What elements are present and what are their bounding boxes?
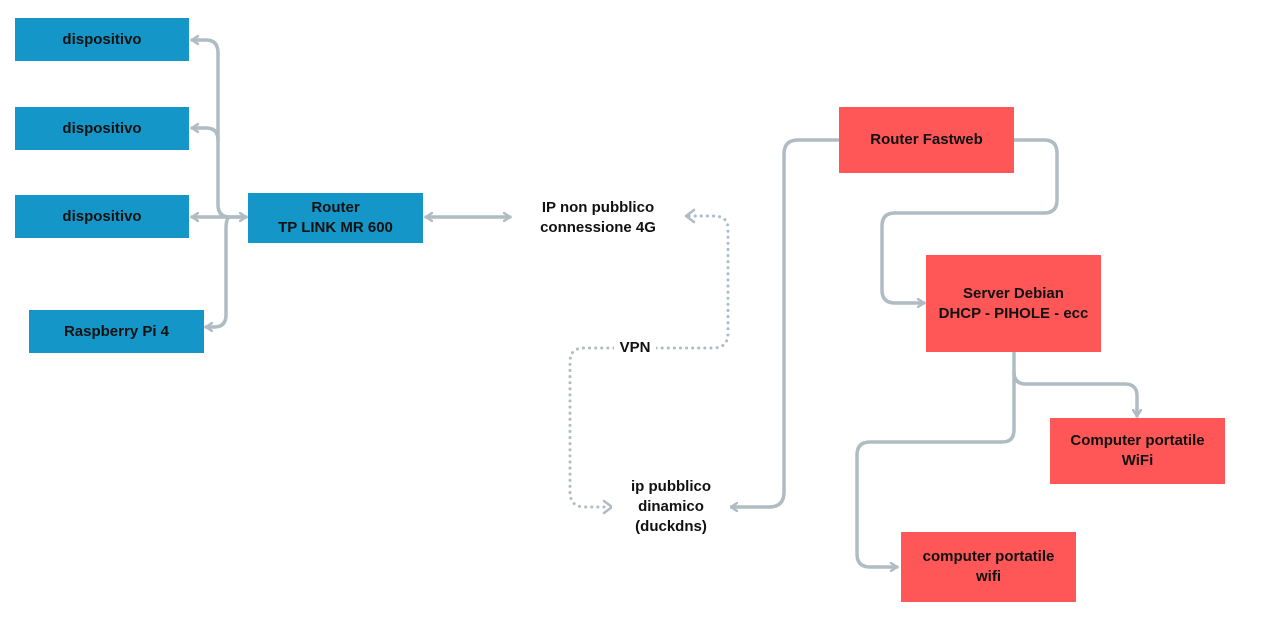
vpn-tunnel-upper bbox=[654, 214, 730, 350]
device-node-3: dispositivo bbox=[15, 195, 189, 238]
tp-link-router-line2: TP LINK MR 600 bbox=[278, 219, 393, 236]
laptop-wifi-lower-line1: computer portatile bbox=[922, 548, 1055, 565]
raspberry-pi-node: Raspberry Pi 4 bbox=[29, 310, 204, 353]
device-node-2: dispositivo bbox=[15, 107, 189, 150]
public-ip-line2: dinamico bbox=[638, 498, 704, 515]
laptop-wifi-upper-node: Computer portatile WiFi bbox=[1050, 418, 1225, 484]
public-ip-line3: (duckdns) bbox=[635, 518, 707, 535]
device-label: dispositivo bbox=[62, 30, 142, 48]
device-node-1: dispositivo bbox=[15, 18, 189, 61]
private-ip-line2: connessione 4G bbox=[540, 219, 656, 236]
debian-server-line2: DHCP - PIHOLE - ecc bbox=[938, 304, 1089, 322]
tp-link-router-node: Router TP LINK MR 600 bbox=[248, 193, 423, 243]
connector-fastweb-to-server bbox=[880, 138, 1059, 303]
public-ip-label: ip pubblico dinamico (duckdns) bbox=[612, 477, 730, 537]
connector-server-to-laptop-upper bbox=[1012, 350, 1137, 418]
tp-link-router-line1: Router bbox=[311, 199, 360, 216]
device-label: dispositivo bbox=[62, 207, 142, 225]
laptop-wifi-lower-node: computer portatile wifi bbox=[901, 532, 1076, 602]
fastweb-router-label: Router Fastweb bbox=[870, 131, 983, 148]
private-ip-line1: IP non pubblico bbox=[541, 199, 655, 216]
connector-server-to-laptop-lower bbox=[855, 370, 1016, 567]
debian-server-node: Server Debian DHCP - PIHOLE - ecc bbox=[926, 255, 1101, 352]
fastweb-router-node: Router Fastweb bbox=[839, 107, 1014, 173]
laptop-wifi-upper-line2: WiFi bbox=[1121, 452, 1154, 469]
laptop-wifi-lower-line2: wifi bbox=[976, 568, 1001, 585]
private-ip-label: IP non pubblico connessione 4G bbox=[520, 198, 676, 238]
public-ip-line1: ip pubblico bbox=[631, 478, 711, 495]
raspberry-pi-label: Raspberry Pi 4 bbox=[63, 322, 170, 340]
connector-router-to-raspberry bbox=[204, 215, 232, 327]
debian-server-line1: Server Debian bbox=[963, 284, 1064, 302]
connector-fastweb-to-public-ip bbox=[729, 138, 840, 507]
vpn-arrowhead-upper bbox=[684, 208, 696, 224]
vpn-label: VPN bbox=[614, 338, 656, 358]
connector-router-to-device-2 bbox=[190, 128, 220, 142]
vpn-tunnel-lower bbox=[568, 346, 616, 509]
device-label: dispositivo bbox=[62, 119, 142, 137]
laptop-wifi-upper-line1: Computer portatile bbox=[1070, 432, 1205, 449]
